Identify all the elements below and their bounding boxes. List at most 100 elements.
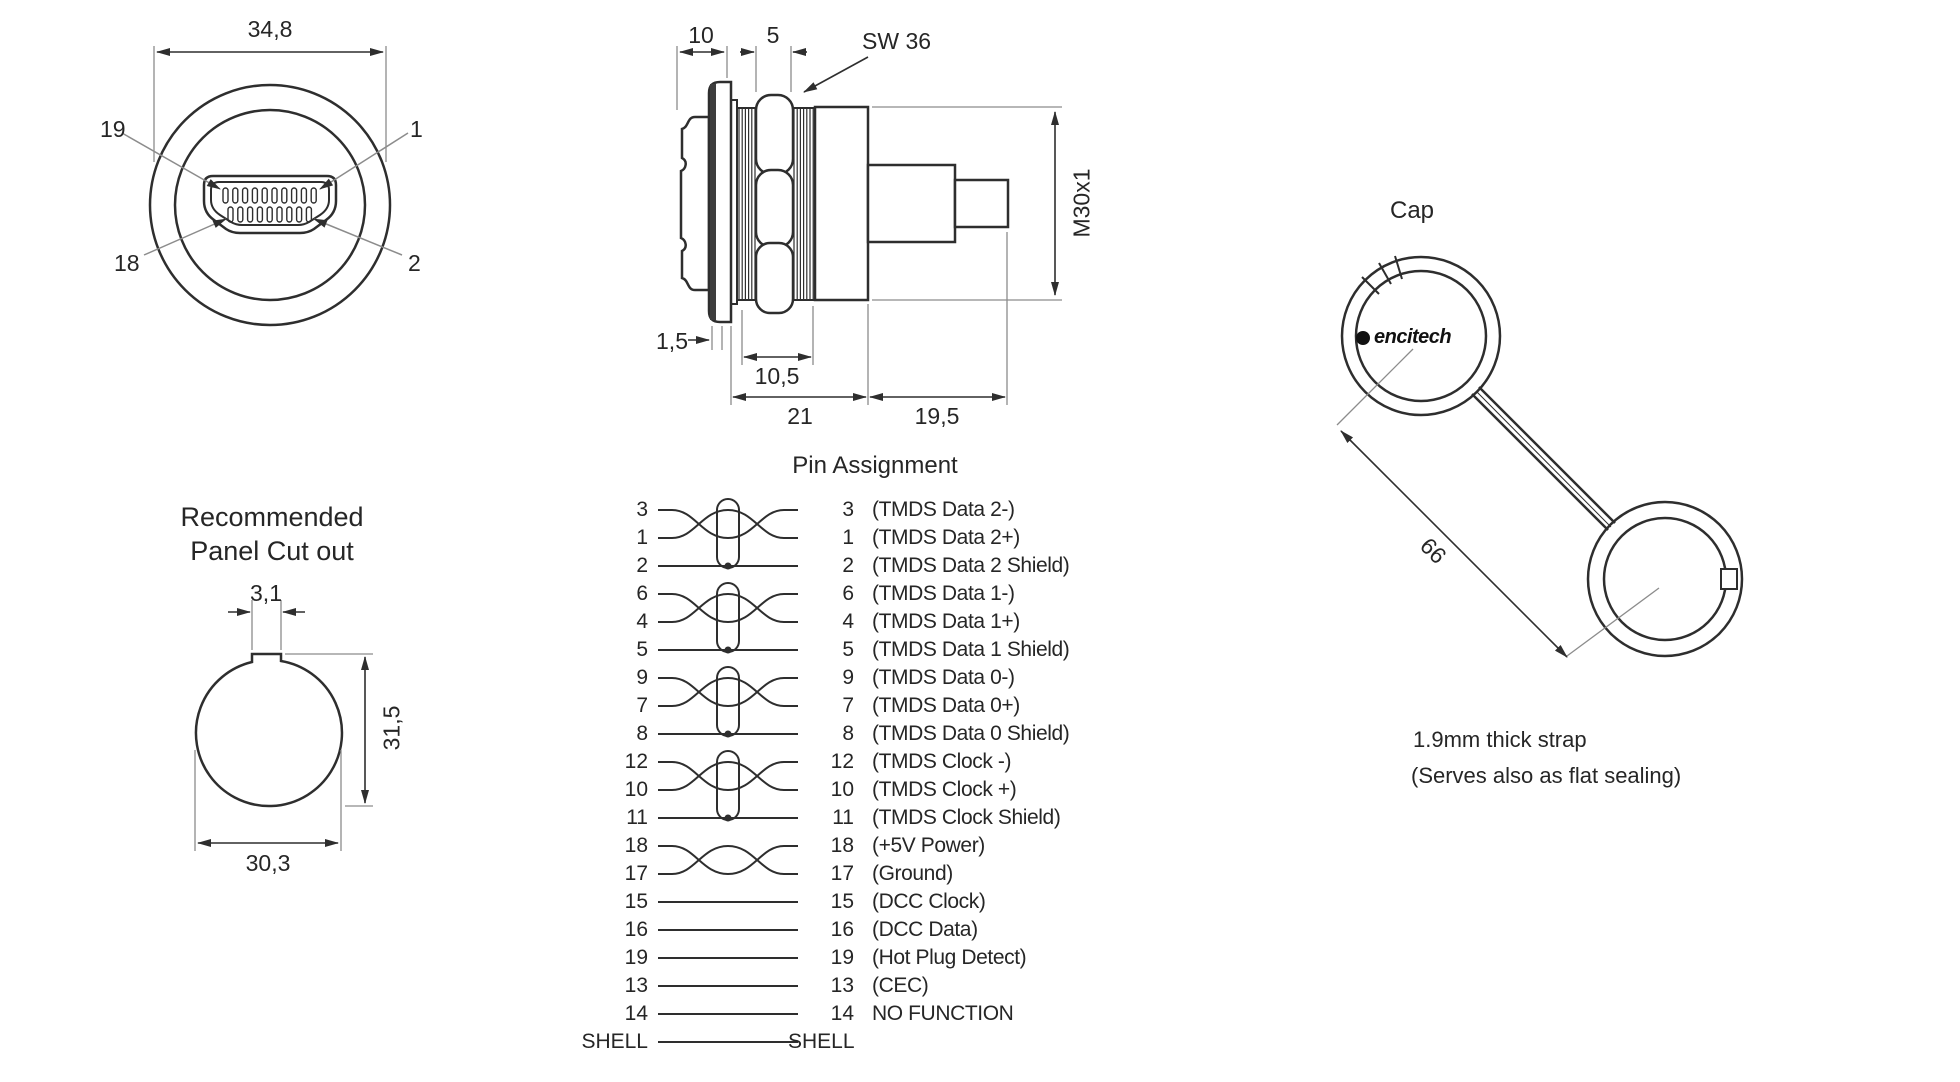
- twisted-pair-wire: [658, 509, 798, 540]
- pin-row-left-number: 5: [636, 638, 648, 661]
- pin-row-right-number: 14: [830, 1002, 854, 1025]
- pin-row-left-number: 10: [624, 778, 648, 801]
- front-width-dim: 34,8: [247, 16, 293, 42]
- pin-row-right-number: 6: [842, 582, 854, 605]
- pin-row-right-number: 9: [842, 666, 854, 689]
- cap-title: Cap: [1389, 197, 1435, 224]
- twisted-pair-wire: [658, 760, 798, 791]
- pin-row-right-number: 12: [830, 750, 854, 773]
- front-pin2-label: 2: [408, 250, 421, 276]
- twisted-pair-wire: [658, 844, 798, 875]
- pin-row-signal-label: (TMDS Data 1 Shield): [872, 638, 1070, 661]
- shield-connection-dot: [724, 646, 732, 654]
- panel-cutout-ext-lines: [194, 600, 373, 851]
- pin-row-left-number: 7: [636, 694, 648, 717]
- twisted-pair-wire: [658, 508, 798, 539]
- pin-row-right-number: 18: [830, 834, 854, 857]
- pin-row-left-number: 2: [636, 554, 648, 577]
- cutout-dim-3-1: 3,1: [250, 580, 282, 606]
- front-view-outline: [148, 83, 392, 327]
- pin-row-right-number: 7: [842, 694, 854, 717]
- pin-row-right-number: 8: [842, 722, 854, 745]
- shield-connection-dot: [724, 730, 732, 738]
- pin-row-signal-label: (TMDS Data 2-): [872, 498, 1015, 521]
- side-wrench-size: SW 36: [862, 28, 932, 54]
- cap-drawing: [1340, 255, 1744, 658]
- side-dim-21: 21: [787, 403, 813, 429]
- twisted-pair-wire: [658, 676, 798, 707]
- pin-row-right-number: 10: [830, 778, 854, 801]
- pin-row-left-number: 17: [624, 862, 648, 885]
- pin-row-left-number: 18: [624, 834, 648, 857]
- encitech-logo-dot-icon: [1356, 330, 1370, 345]
- pin-row-left-number: 12: [624, 750, 648, 773]
- cap-note-line2: (Serves also as flat sealing): [1411, 763, 1682, 788]
- pin-row-right-number: 3: [842, 498, 854, 521]
- pin-row-signal-label: (Ground): [872, 862, 953, 885]
- panel-cutout-shape: [194, 652, 344, 808]
- pin-row-left-number: 9: [636, 666, 648, 689]
- side-view-body: [679, 80, 1010, 324]
- shield-connection-dot: [724, 814, 732, 822]
- cap-brand-logo: encitech: [1356, 326, 1452, 349]
- front-pin19-label: 19: [100, 116, 126, 142]
- encitech-logo-text: encitech: [1374, 326, 1452, 348]
- cutout-title-line2: Panel Cut out: [190, 536, 354, 566]
- pin-row-signal-label: (TMDS Data 1+): [872, 610, 1020, 633]
- pin-row-right-number: 1: [842, 526, 854, 549]
- front-pin18-label: 18: [114, 250, 140, 276]
- pin-row-signal-label: (Hot Plug Detect): [872, 946, 1027, 969]
- front-view-dim: [153, 46, 387, 162]
- pin-wire-diagram: [658, 498, 798, 1043]
- pin-row-signal-label: (TMDS Data 2+): [872, 526, 1020, 549]
- cap-note-line1: 1.9mm thick strap: [1413, 727, 1587, 752]
- pin-row-right-number: 17: [830, 862, 854, 885]
- twisted-pair-wire: [658, 677, 798, 708]
- pin-row-right-number: SHELL: [788, 1030, 855, 1053]
- pin-row-left-number: 16: [624, 918, 648, 941]
- side-dim-1-5: 1,5: [656, 328, 688, 354]
- pin-row-signal-label: (DCC Clock): [872, 890, 986, 913]
- side-view-ext-lines: [676, 46, 1062, 405]
- pin-row-right-number: 2: [842, 554, 854, 577]
- cap-dim-line: [1340, 430, 1568, 658]
- twisted-pair-wire: [658, 593, 798, 624]
- side-dim-5: 5: [766, 22, 780, 48]
- pin-row-signal-label: (TMDS Data 0+): [872, 694, 1020, 717]
- pin-row-signal-label: (TMDS Data 1-): [872, 582, 1015, 605]
- front-pin1-label: 1: [410, 116, 423, 142]
- cutout-title-line1: Recommended: [180, 502, 364, 532]
- side-dim-10: 10: [688, 22, 714, 48]
- front-view-pin-leaders: [121, 132, 409, 256]
- pin-row-left-number: 14: [624, 1002, 648, 1025]
- pin-row-right-number: 15: [830, 890, 854, 913]
- side-thread-spec: M30x1: [1068, 168, 1095, 238]
- pin-row-signal-label: NO FUNCTION: [872, 1002, 1014, 1025]
- twisted-pair-wire: [658, 761, 798, 792]
- shield-connection-dot: [724, 562, 732, 570]
- pin-assignment-title: Pin Assignment: [792, 452, 958, 479]
- pin-row-right-number: 19: [830, 946, 854, 969]
- pin-row-left-number: 15: [624, 890, 648, 913]
- pin-row-signal-label: (TMDS Clock Shield): [872, 806, 1061, 829]
- cap-dim-leaders: [1336, 348, 1660, 657]
- pin-row-left-number: 13: [624, 974, 648, 997]
- pin-row-right-number: 5: [842, 638, 854, 661]
- pin-row-right-number: 16: [830, 918, 854, 941]
- twisted-pair-wire: [658, 592, 798, 623]
- cutout-dim-31-5: 31,5: [378, 705, 405, 751]
- pin-row-left-number: 1: [636, 526, 648, 549]
- pin-row-left-number: 3: [636, 498, 648, 521]
- pin-row-left-number: SHELL: [581, 1030, 648, 1053]
- pin-row-left-number: 8: [636, 722, 648, 745]
- pin-row-signal-label: (TMDS Data 0-): [872, 666, 1015, 689]
- pin-row-left-number: 6: [636, 582, 648, 605]
- pin-row-signal-label: (TMDS Clock +): [872, 778, 1017, 801]
- pin-row-signal-label: (DCC Data): [872, 918, 978, 941]
- panel-cutout-dims: [197, 608, 369, 847]
- pin-row-left-number: 19: [624, 946, 648, 969]
- pin-row-left-number: 4: [636, 610, 648, 633]
- pin-row-signal-label: (+5V Power): [872, 834, 985, 857]
- front-view-pins: [222, 187, 317, 223]
